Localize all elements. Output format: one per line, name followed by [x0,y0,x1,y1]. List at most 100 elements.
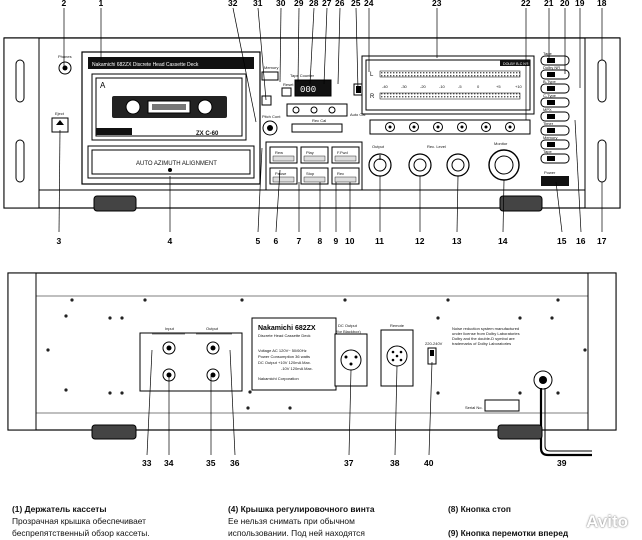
callout-number: 12 [415,236,425,246]
output-jack-r[interactable] [206,368,220,382]
selector-label: Tape [543,51,552,56]
meter-scale-tick: +10 [515,84,523,89]
selector-label: Dolby NR [543,65,560,70]
callout-number: 1 [99,0,104,8]
voltage-selector-label: 220-240V [425,341,443,346]
spec-voltage: Voltage AC 120V~ 50/60Hz [258,348,307,353]
transport-button-pause[interactable]: Pause [269,167,298,185]
meter-scale-tick: -30 [401,84,408,89]
screw-dot [64,314,68,318]
monitor-knob[interactable] [488,149,520,181]
serial-plate [484,399,520,412]
phones-jack[interactable] [58,61,72,75]
screw-dot [143,298,147,302]
callout-number: 32 [228,0,238,8]
callout-number: 11 [375,236,384,246]
callout-number: 9 [334,236,339,246]
screw-dot [288,406,292,410]
transport-label: F.Fwd [337,150,348,155]
callout-number: 28 [309,0,319,8]
bias-knob[interactable] [457,122,467,132]
callout-number: 2 [62,0,67,8]
phones-label: Phones [58,54,72,59]
remote-socket[interactable] [386,345,408,367]
caption-4-line2: использовании. Под ней находятся [228,528,365,538]
selector-label: Timer [543,121,554,126]
selector-label: Memory [543,135,557,140]
input-jack-l[interactable] [162,341,176,355]
output-knob[interactable] [368,153,392,177]
selector-switch[interactable] [540,139,570,150]
selector-switch[interactable] [540,69,570,80]
voltage-selector[interactable] [427,347,437,365]
counter-reset-button[interactable] [281,87,292,97]
callout-number: 5 [256,236,261,246]
caption-1-line1: Прозрачная крышка обеспечивает [12,516,147,526]
bias-knob[interactable] [385,122,395,132]
dc-output-socket[interactable] [340,349,362,371]
output-jack-l[interactable] [206,341,220,355]
eject-button[interactable] [51,117,69,133]
remote-label: Remote [390,323,405,328]
bias-knob[interactable] [409,122,419,132]
bias-knob[interactable] [505,122,515,132]
callout-number: 21 [544,0,554,8]
watermark-logo: Avito [586,512,628,531]
selector-switch[interactable] [540,83,570,94]
callout-number: 4 [168,236,173,246]
screw-dot [120,391,124,395]
meter-scale-tick: +5 [496,84,501,89]
rec-level-label: Rec. Level [427,144,446,149]
callout-number: 10 [345,236,355,246]
selector-label: Tape [543,149,552,154]
callout-number: 14 [498,236,508,246]
transport-button-rew[interactable]: Rew [269,146,298,164]
selector-switch[interactable] [540,111,570,122]
power-cord [533,370,592,457]
meter-left-label: L [370,72,374,78]
transport-button-stop[interactable]: Stop [300,167,329,185]
callout-number: 3 [57,236,62,246]
transport-label: Pause [275,171,287,176]
serial-label: Serial No. [465,405,483,410]
selector-switch[interactable] [540,55,570,66]
rec-level-right-knob[interactable] [446,153,470,177]
memory-button[interactable] [261,95,272,106]
selector-switch[interactable] [540,153,570,164]
pitch-control[interactable] [262,120,278,136]
rear-feet [91,424,543,440]
output-label: Output [372,144,385,149]
selector-label: C-Type [543,93,557,98]
input-jack-r[interactable] [162,368,176,382]
cassette-side: A [100,81,106,90]
callout-number: 25 [351,0,361,8]
callout-number: 6 [274,236,279,246]
transport-button-play[interactable]: Play [300,146,329,164]
caption-9-title: (9) Кнопка перемотки вперед [448,528,569,538]
bias-knob[interactable] [433,122,443,132]
screw-dot [246,406,250,410]
left-rack-ear [3,37,40,209]
selector-label: MPX [543,107,552,112]
bias-knob[interactable] [481,122,491,132]
cassette-holder[interactable]: Nakamichi 682ZX Discrete Head Cassette D… [81,51,261,185]
memory-label: Memory [264,65,278,70]
selector-switch[interactable] [540,125,570,136]
rec-cal-label: Rec Cal [312,118,326,123]
reset-label: Reset [283,82,294,87]
io-jack-panel: Input Output [139,326,243,392]
callout-number: 20 [560,0,570,8]
selector-switch[interactable] [540,97,570,108]
callout-number: 35 [206,458,216,468]
counter-block: Memory Tape Counter 000 Reset [261,65,348,117]
callout-number: 16 [576,236,586,246]
callout-number: 37 [344,458,354,468]
screw-dot [436,391,440,395]
screw-dot [518,316,522,320]
transport-button-ffwd[interactable]: F.Fwd [331,146,360,164]
transport-button-rec[interactable]: Rec [331,167,360,185]
rec-level-left-knob[interactable] [408,153,432,177]
cassette-model: ZX C-60 [196,131,219,137]
